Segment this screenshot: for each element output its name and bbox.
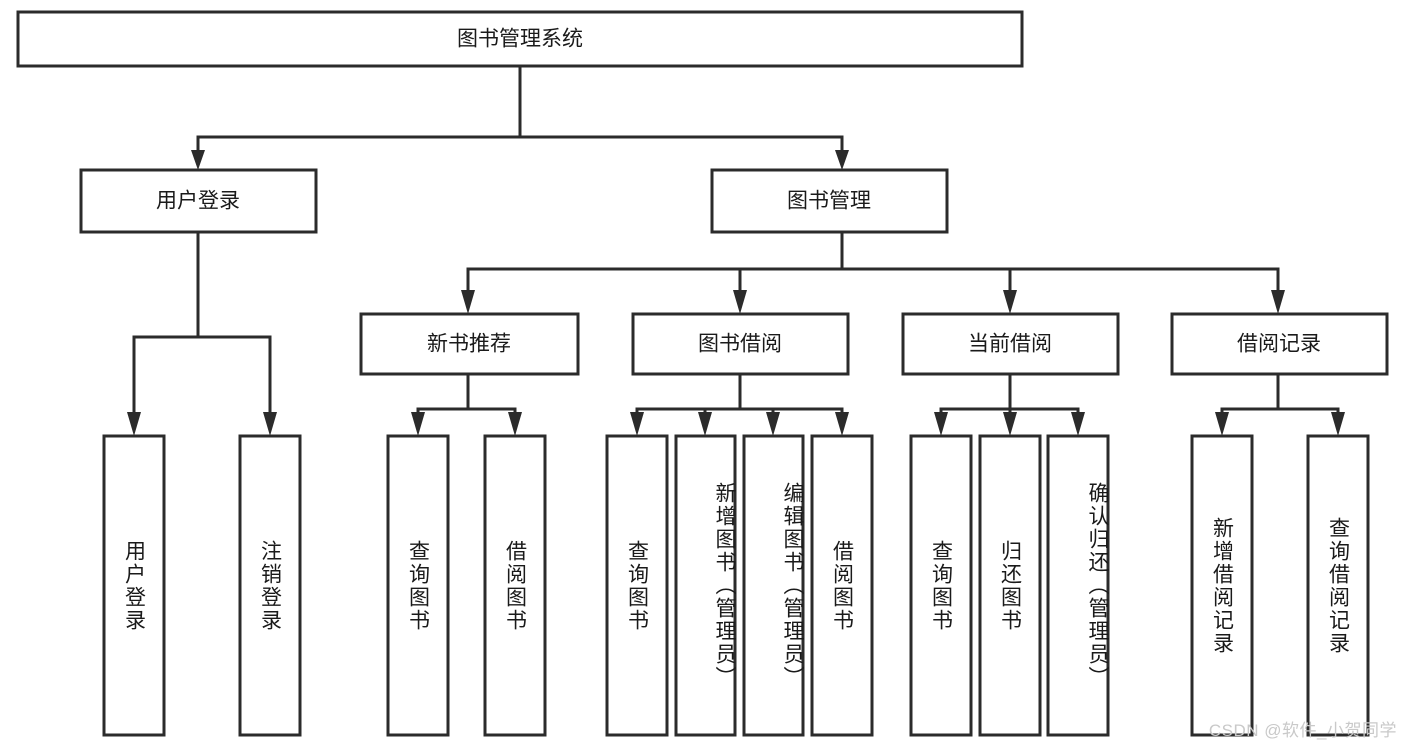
node-leaf-query-book-current[interactable] [909,434,973,737]
arrowhead-to-book-manage [835,150,849,170]
node-label-current-borrow: 当前借阅 [968,333,1052,356]
node-leaf-user-login[interactable] [102,434,166,737]
node-leaf-query-book-recommend[interactable] [386,434,450,737]
node-leaf-edit-book-admin[interactable] [742,434,805,737]
node-leaf-confirm-return-admin[interactable] [1046,434,1110,737]
connector-book-manage-children [461,230,1285,314]
connector-new-book-children [411,372,522,436]
node-new-book-recommend[interactable] [359,312,580,376]
arrowhead-to-user-login [191,150,205,170]
node-leaf-add-borrow-record[interactable] [1190,434,1254,737]
node-leaf-add-book-admin[interactable] [674,434,737,737]
node-book-borrow[interactable] [631,312,850,376]
node-label-book-management: 图书管理 [787,190,871,213]
connector-root-trunk [196,64,844,154]
node-user-login[interactable] [79,168,318,234]
node-label-new-book-recommend: 新书推荐 [427,333,511,356]
node-leaf-query-borrow-record[interactable] [1306,434,1370,737]
node-leaf-query-book-borrow[interactable] [605,434,669,737]
connector-borrow-record-children [1215,372,1345,436]
node-book-management-system[interactable] [16,10,1024,68]
node-leaf-borrow-book-recommend[interactable] [483,434,547,737]
node-leaf-return-book[interactable] [978,434,1042,737]
node-leaf-logout[interactable] [238,434,302,737]
node-book-management[interactable] [710,168,949,234]
connector-user-login-children [127,230,277,436]
node-leaf-borrow-book[interactable] [810,434,874,737]
node-label-user-login: 用户登录 [156,190,240,213]
node-label-borrow-record: 借阅记录 [1237,333,1321,356]
node-borrow-record[interactable] [1170,312,1389,376]
watermark-text: CSDN @软件_小贺同学 [1208,721,1397,740]
node-label-root: 图书管理系统 [457,28,583,51]
node-current-borrow[interactable] [901,312,1120,376]
connector-current-borrow-children [934,372,1085,436]
node-label-book-borrow: 图书借阅 [698,333,782,356]
connector-book-borrow-children [630,372,849,436]
